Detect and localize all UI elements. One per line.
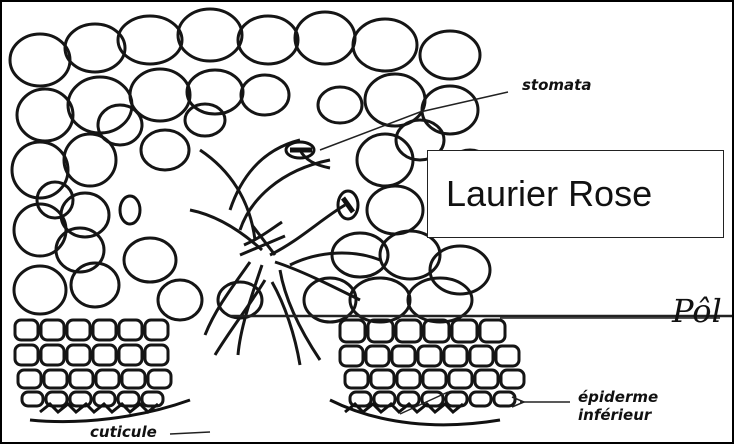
epidermis-cell bbox=[396, 320, 421, 342]
epidermis-cell bbox=[418, 346, 441, 366]
cuticule-label: cuticule bbox=[90, 423, 157, 441]
epidermis-cell bbox=[397, 370, 420, 388]
epidermis-cell bbox=[423, 370, 446, 388]
epidermis-cell bbox=[452, 320, 477, 342]
epidermis-cell bbox=[44, 370, 67, 388]
plant-cell bbox=[178, 9, 242, 61]
plant-cell bbox=[71, 263, 119, 307]
leader-lines bbox=[170, 92, 734, 434]
epidermis-cell bbox=[70, 370, 93, 388]
epiderme-label-line2: inférieur bbox=[578, 406, 651, 424]
epidermis-cell bbox=[145, 345, 168, 365]
epidermis-cell bbox=[446, 392, 467, 406]
epidermis-cell bbox=[392, 346, 415, 366]
epidermis-cell bbox=[119, 320, 142, 340]
plant-cell bbox=[238, 16, 298, 64]
epidermis-cell bbox=[15, 345, 38, 365]
epidermis-cell bbox=[148, 370, 171, 388]
epidermis-cell bbox=[345, 370, 368, 388]
plant-cell bbox=[430, 246, 490, 294]
epidermis-cell bbox=[96, 370, 119, 388]
plant-cell bbox=[357, 134, 413, 186]
title-box: Laurier Rose bbox=[427, 150, 724, 238]
epidermis-cell bbox=[480, 320, 505, 342]
epiderme-label-line1: épiderme bbox=[578, 388, 658, 406]
epidermis-cell bbox=[494, 392, 515, 406]
epidermis-cell bbox=[444, 346, 467, 366]
epidermis-cell bbox=[67, 320, 90, 340]
plant-cell bbox=[185, 104, 225, 136]
plant-cell bbox=[367, 186, 423, 234]
epidermis-cell bbox=[93, 345, 116, 365]
epidermis-cell bbox=[145, 320, 168, 340]
lower-epidermis bbox=[15, 320, 524, 406]
epidermis-cell bbox=[67, 345, 90, 365]
epidermis-cell bbox=[449, 370, 472, 388]
cuticle-layer bbox=[30, 400, 500, 425]
epidermis-cell bbox=[340, 346, 363, 366]
epidermis-cell bbox=[501, 370, 524, 388]
plant-cell bbox=[158, 280, 202, 320]
plant-cell bbox=[420, 31, 480, 79]
plant-cell bbox=[17, 89, 73, 141]
plant-cell bbox=[10, 34, 70, 86]
epidermis-cell bbox=[371, 370, 394, 388]
plant-cell bbox=[65, 24, 125, 72]
epidermis-cell bbox=[142, 392, 163, 406]
diagram-title: Laurier Rose bbox=[446, 173, 652, 215]
epidermis-cell bbox=[470, 392, 491, 406]
plant-cell bbox=[14, 266, 66, 314]
epidermis-cell bbox=[122, 370, 145, 388]
epidermis-cell bbox=[22, 392, 43, 406]
crypt-hairs bbox=[190, 140, 380, 365]
epidermis-cell bbox=[119, 345, 142, 365]
epidermis-cell bbox=[15, 320, 38, 340]
plant-cell bbox=[124, 238, 176, 282]
epidermis-cell bbox=[366, 346, 389, 366]
stomata-label: stomata bbox=[522, 76, 591, 94]
plant-cell bbox=[295, 12, 355, 64]
epidermis-cell bbox=[475, 370, 498, 388]
plant-cell bbox=[56, 228, 104, 272]
epidermis-cell bbox=[340, 320, 365, 342]
plant-cell bbox=[318, 87, 362, 123]
plant-cell bbox=[241, 75, 289, 115]
plant-cell bbox=[365, 74, 425, 126]
plant-cell bbox=[118, 16, 182, 64]
epidermis-cell bbox=[93, 320, 116, 340]
epidermis-cell bbox=[18, 370, 41, 388]
epidermis-cell bbox=[470, 346, 493, 366]
plant-cell bbox=[98, 105, 142, 145]
epidermis-cell bbox=[496, 346, 519, 366]
parenchyma-cells bbox=[10, 9, 492, 322]
plant-cell bbox=[141, 130, 189, 170]
epidermis-cell bbox=[41, 345, 64, 365]
epidermis-cell bbox=[41, 320, 64, 340]
stomata-marks bbox=[120, 142, 358, 224]
plant-cell bbox=[353, 19, 417, 71]
poil-label: Pôl bbox=[672, 292, 722, 330]
